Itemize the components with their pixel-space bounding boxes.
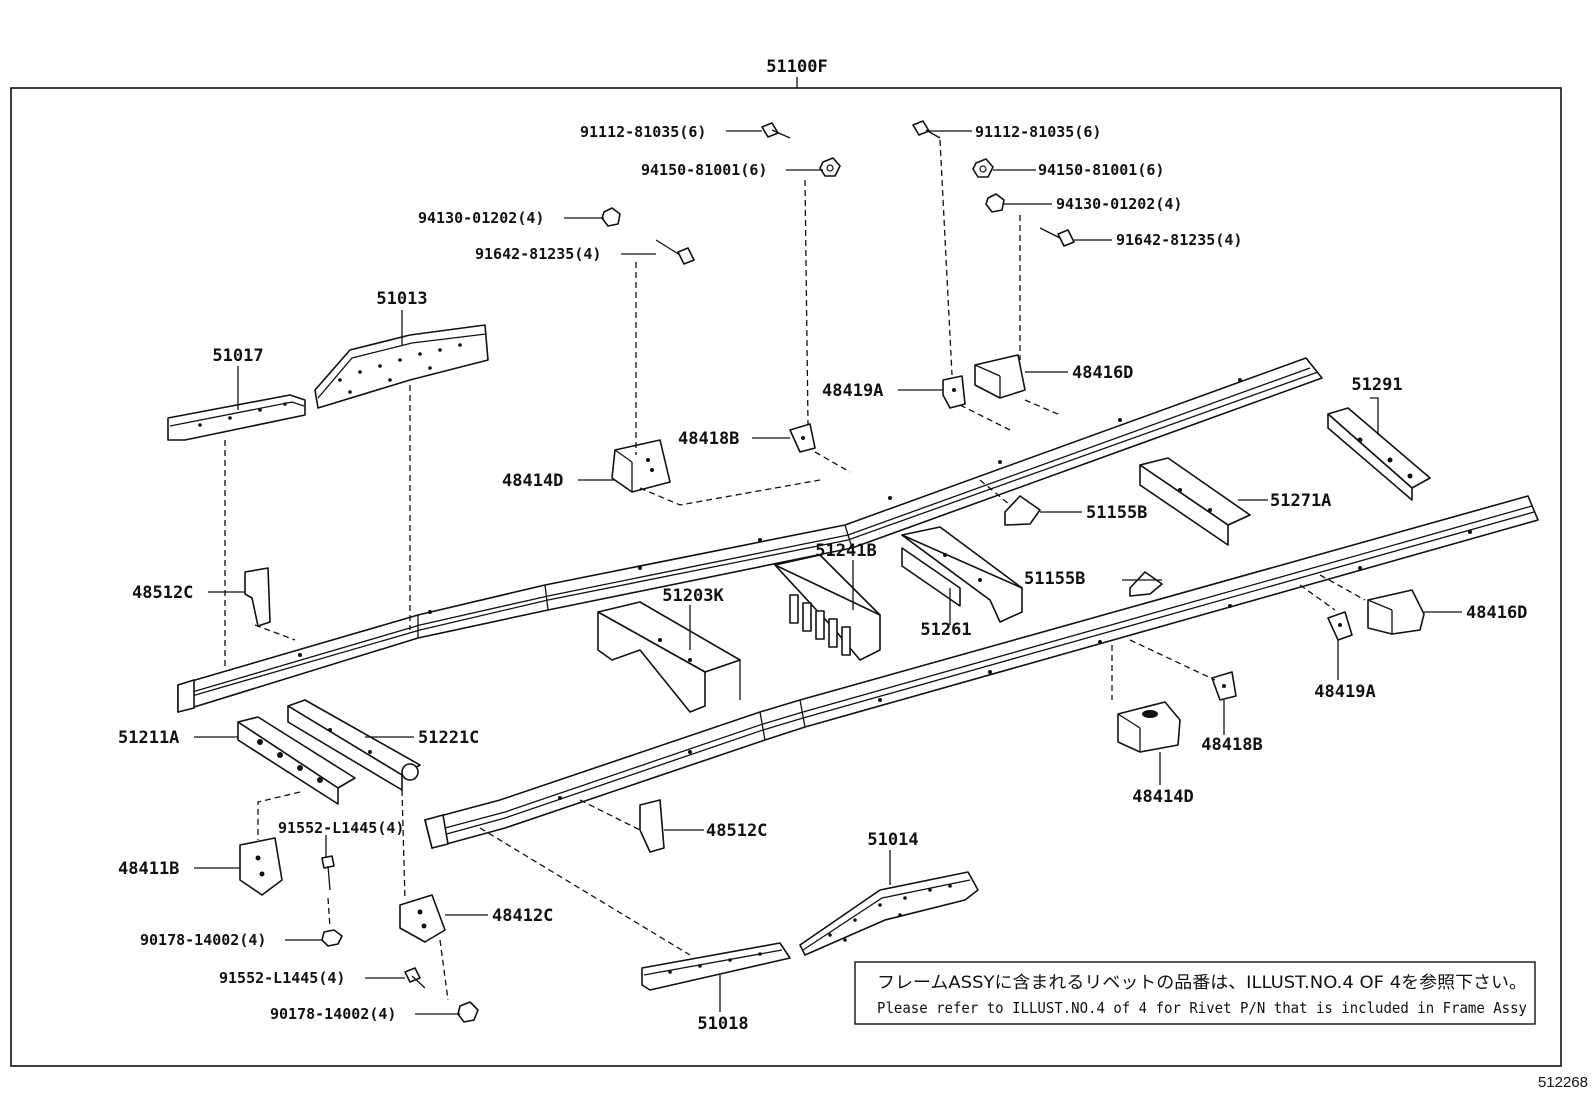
label-nut-90178-bottom: 90178-14002(4): [270, 1005, 396, 1023]
label-nut-94130-right: 94130-01202(4): [1056, 195, 1182, 213]
label-48418b-right: 48418B: [1201, 735, 1262, 755]
note-english: Please refer to ILLUST.NO.4 of 4 for Riv…: [877, 999, 1527, 1017]
rivet-91552-upper-icon: [321, 855, 335, 891]
label-rivet-91552-upper: 91552-L1445(4): [278, 819, 404, 837]
label-48416d-right: 48416D: [1466, 603, 1527, 623]
label-48412c: 48412C: [492, 906, 553, 926]
label-51203k: 51203K: [662, 586, 724, 606]
label-nut-94150-right: 94150-81001(6): [1038, 161, 1164, 179]
reinforcement-51014[interactable]: [799, 871, 979, 956]
bracket-48411b[interactable]: [239, 837, 283, 896]
reinforcement-51018[interactable]: [641, 942, 791, 991]
nut-94150-right-icon: [972, 158, 994, 178]
bracket-51155b-a[interactable]: [1004, 495, 1041, 526]
crossmember-51261[interactable]: [901, 526, 1023, 623]
label-51155b-b: 51155B: [1024, 569, 1085, 589]
rivet-note-box: フレームASSYに含まれるリベットの品番は、ILLUST.NO.4 OF 4を参…: [854, 961, 1536, 1025]
bracket-48418b-right[interactable]: [1211, 671, 1237, 701]
crossmember-51211a[interactable]: [237, 716, 356, 805]
label-48512c-left: 48512C: [132, 583, 193, 603]
nut-94150-left-icon: [819, 157, 841, 177]
bracket-48416d-right[interactable]: [1367, 589, 1425, 635]
crossmember-51271a[interactable]: [1139, 457, 1251, 546]
label-rivet-91552-lower: 91552-L1445(4): [219, 969, 345, 987]
label-48411b: 48411B: [118, 859, 179, 879]
leader-lines: [194, 130, 1462, 1015]
figure-number: 512268: [1538, 1074, 1588, 1091]
label-51221c: 51221C: [418, 728, 479, 748]
label-51241b: 51241B: [815, 541, 876, 561]
nut-90178-left-icon: [321, 929, 343, 947]
assembly-label: 51100F: [766, 57, 827, 77]
label-48414d-bottom: 48414D: [1132, 787, 1193, 807]
bracket-48416d-top[interactable]: [974, 354, 1026, 399]
label-51017: 51017: [212, 346, 263, 366]
bolt-91642-right-icon: [1039, 227, 1075, 247]
label-nut-94150-left: 94150-81001(6): [641, 161, 767, 179]
label-48418b-top: 48418B: [678, 429, 739, 449]
right-side-rail[interactable]: [424, 495, 1539, 849]
crossmember-51241b[interactable]: [774, 554, 881, 661]
bracket-51155b-b[interactable]: [1129, 571, 1163, 597]
label-51211a: 51211A: [118, 728, 179, 748]
label-51155b-a: 51155B: [1086, 503, 1147, 523]
label-51291: 51291: [1351, 375, 1402, 395]
reinforcement-51013[interactable]: [314, 324, 489, 409]
assembly-dash-lines: [224, 139, 1366, 1001]
nut-94130-right-icon: [985, 193, 1005, 213]
label-48419a-top: 48419A: [822, 381, 883, 401]
bolt-91642-left-icon: [655, 239, 695, 265]
label-48419a-right: 48419A: [1314, 682, 1375, 702]
bolt-91112-right-icon: [912, 120, 941, 139]
bracket-48419a-right[interactable]: [1327, 611, 1353, 641]
reinforcement-51017[interactable]: [167, 394, 306, 441]
label-48416d-top: 48416D: [1072, 363, 1133, 383]
nut-94130-left-icon: [601, 207, 621, 227]
rivet-91552-lower-icon: [404, 967, 426, 989]
bolt-91112-left-icon: [761, 122, 791, 139]
bracket-48412c[interactable]: [399, 894, 446, 943]
label-bolt-91642-left: 91642-81235(4): [475, 245, 601, 263]
left-side-rail[interactable]: [177, 357, 1323, 713]
label-51271a: 51271A: [1270, 491, 1331, 511]
label-nut-94130-left: 94130-01202(4): [418, 209, 544, 227]
note-japanese: フレームASSYに含まれるリベットの品番は、ILLUST.NO.4 OF 4を参…: [877, 973, 1527, 993]
crossmember-51203k[interactable]: [597, 601, 741, 713]
bracket-48414d-top[interactable]: [611, 439, 671, 493]
label-51014: 51014: [867, 830, 918, 850]
label-48414d-top: 48414D: [502, 471, 563, 491]
label-bolt-91112-right: 91112-81035(6): [975, 123, 1101, 141]
label-bolt-91112-left: 91112-81035(6): [580, 123, 706, 141]
label-51013: 51013: [376, 289, 427, 309]
label-nut-90178-left: 90178-14002(4): [140, 931, 266, 949]
label-48512c-bottom: 48512C: [706, 821, 767, 841]
label-51261: 51261: [920, 620, 971, 640]
label-bolt-91642-right: 91642-81235(4): [1116, 231, 1242, 249]
frame-border: [10, 87, 1562, 1067]
bracket-48414d-bottom[interactable]: [1117, 701, 1181, 753]
bracket-48419a-top[interactable]: [942, 375, 966, 409]
crossmember-51291[interactable]: [1327, 407, 1431, 501]
label-51018: 51018: [697, 1014, 748, 1034]
bracket-48512c-bottom[interactable]: [639, 799, 665, 853]
bracket-48512c-left[interactable]: [244, 567, 271, 627]
bracket-48418b-top[interactable]: [789, 423, 816, 453]
nut-90178-bottom-icon: [457, 1001, 479, 1023]
